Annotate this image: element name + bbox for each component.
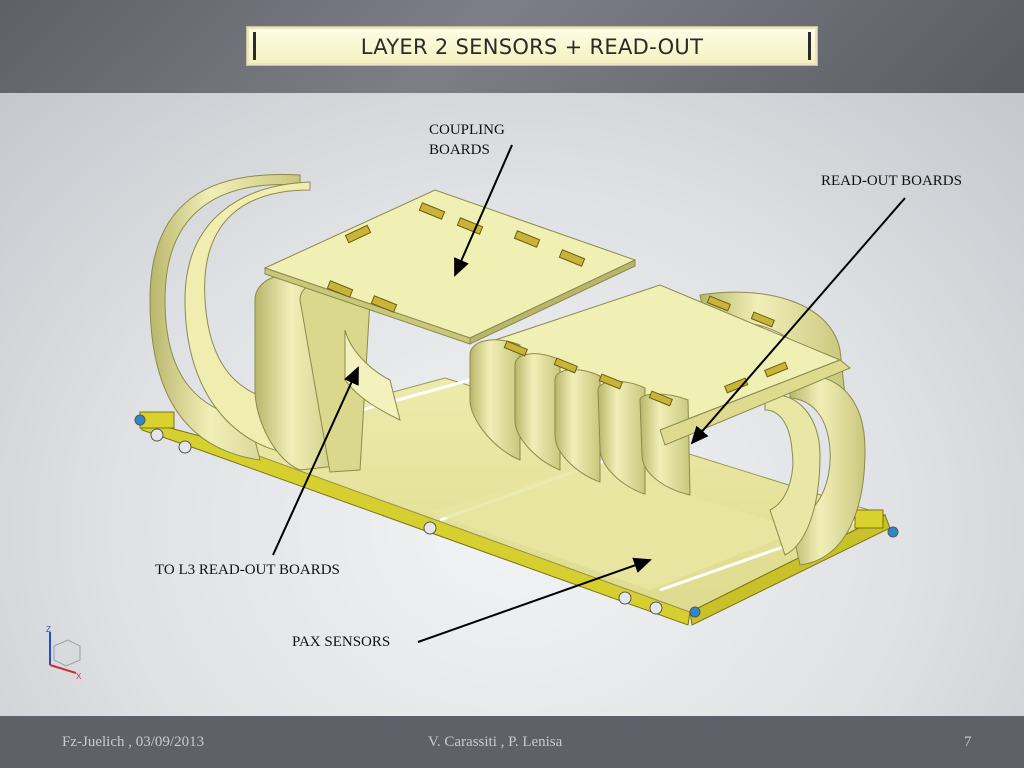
title-box: LAYER 2 SENSORS + READ-OUT: [246, 26, 818, 66]
label-pax-sensors: PAX SENSORS: [292, 634, 391, 650]
axis-x-label: X: [76, 672, 82, 681]
label-coupling-line2: BOARDS: [429, 142, 490, 158]
label-readout-boards: READ-OUT BOARDS: [821, 173, 962, 189]
label-coupling-boards: COUPLING BOARDS: [429, 120, 505, 160]
footer-authors: V. Carassiti , P. Lenisa: [428, 734, 563, 750]
arrow-readout-boards: [690, 197, 906, 445]
coupling-board: [263, 189, 637, 345]
label-to-l3-readout: TO L3 READ-OUT BOARDS: [155, 562, 340, 578]
footer-date: Fz-Juelich , 03/09/2013: [62, 734, 205, 750]
arrow-pax-sensors: [417, 557, 652, 643]
arrow-coupling-boards: [454, 144, 513, 277]
axis-triad-icon: Z X: [46, 625, 82, 681]
footer-page-number: 7: [964, 734, 972, 750]
callout-arrows: [272, 144, 906, 643]
footer-bar: [0, 716, 1024, 768]
axis-z-label: Z: [46, 625, 51, 634]
left-flex-cables: [149, 173, 401, 473]
readout-board: [469, 284, 851, 496]
label-coupling-line1: COUPLING: [429, 122, 505, 138]
slide-title: LAYER 2 SENSORS + READ-OUT: [360, 35, 704, 59]
frame-screws: [134, 414, 899, 618]
pax-sensor-plane: [430, 465, 800, 590]
arrow-to-l3: [272, 366, 359, 556]
